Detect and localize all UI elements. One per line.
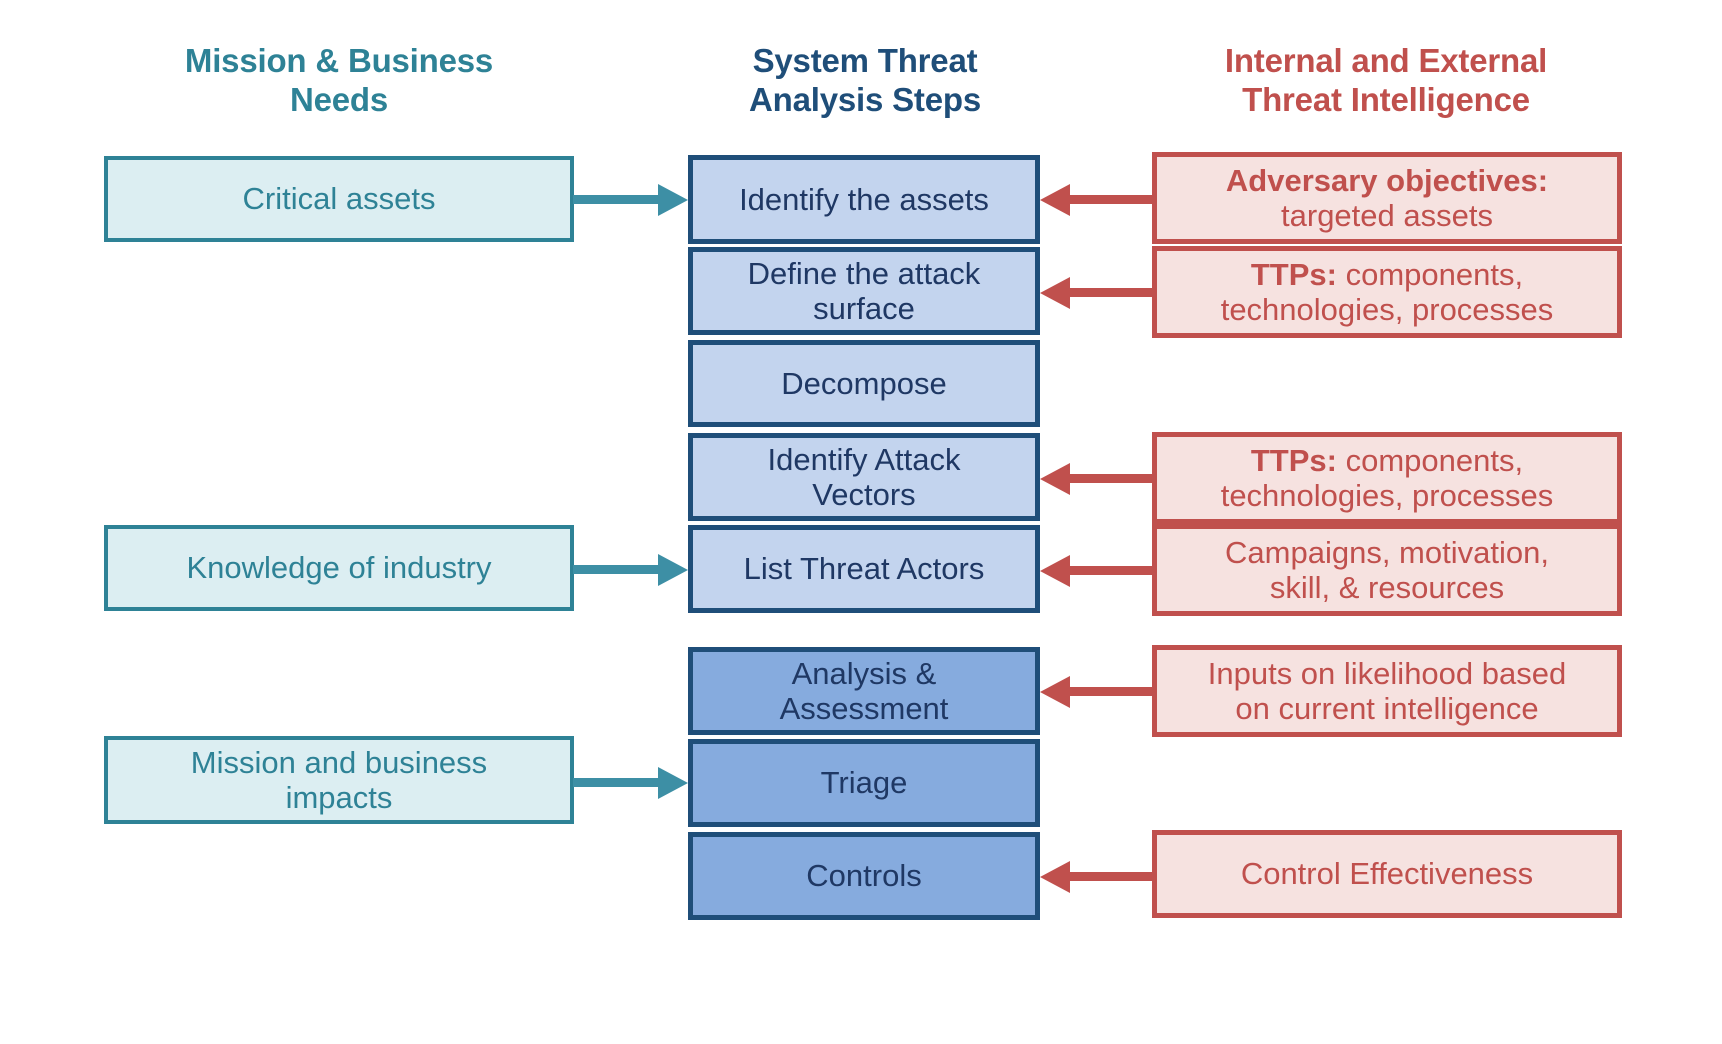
input-box-line-1: Knowledge of industry [186,550,492,586]
intel-box-ttps-attack-surface[interactable]: TTPs: components, technologies, processe… [1152,246,1622,338]
intel-box-label: TTPs: components, technologies, processe… [1157,443,1617,514]
step-box-line-1: Define the attack [747,255,981,291]
step-box-label: Identify the assets [693,182,1035,217]
arrow-shaft [573,565,661,574]
intel-box-label: Control Effectiveness [1157,856,1617,891]
intel-box-line-1: TTPs: components, [1165,257,1609,292]
step-box-analysis-and-assessment[interactable]: Analysis & Assessment [688,647,1040,735]
step-box-label: Controls [693,858,1035,893]
input-box-knowledge-of-industry[interactable]: Knowledge of industry [104,525,574,611]
arrow-head-left [1040,555,1070,587]
intel-box-line-1-bold: TTPs: [1250,442,1337,478]
intel-box-line-1: Control Effectiveness [1240,856,1534,892]
arrow-head-left [1040,184,1070,216]
step-box-label: List Threat Actors [693,551,1035,586]
step-box-label: Triage [693,765,1035,800]
intel-box-line-1-bold: TTPs: [1250,256,1337,292]
column-header-line-1: Mission & Business [184,42,494,79]
arrow-shaft [1067,474,1152,483]
arrow-head-right [658,767,688,799]
arrow-head-right [658,554,688,586]
intel-box-line-2: technologies, processes [1220,292,1554,327]
arrow-shaft [573,195,661,204]
input-box-line-1: Critical assets [242,181,436,217]
intel-box-line-1-rest: components, [1337,442,1524,478]
step-box-line-1: Decompose [781,365,947,401]
step-box-label: Define the attack surface [693,256,1035,327]
intel-box-campaigns-motivation[interactable]: Campaigns, motivation, skill, & resource… [1152,524,1622,616]
input-box-label: Knowledge of industry [108,550,570,585]
step-box-line-2: surface [813,291,915,326]
step-box-identify-attack-vectors[interactable]: Identify Attack Vectors [688,433,1040,521]
arrow-shaft [1067,566,1152,575]
intel-box-label: TTPs: components, technologies, processe… [1157,257,1617,328]
step-box-line-2: Vectors [812,477,916,512]
step-box-controls[interactable]: Controls [688,832,1040,920]
intel-box-line-2: on current intelligence [1235,691,1539,726]
arrow-shaft [1067,687,1152,696]
step-box-line-1: Triage [820,765,908,801]
arrow-shaft [1067,288,1152,297]
column-header-line-1: System Threat [752,42,978,79]
intel-box-line-2: technologies, processes [1220,478,1554,513]
intel-box-line-1: Inputs on likelihood based [1207,655,1567,691]
intel-box-label: Inputs on likelihood based on current in… [1157,656,1617,727]
intel-box-likelihood-inputs[interactable]: Inputs on likelihood based on current in… [1152,645,1622,737]
arrow-head-right [658,184,688,216]
intel-box-line-1: Campaigns, motivation, [1225,534,1549,570]
step-box-line-1: Identify the assets [739,181,989,217]
intel-box-control-effectiveness[interactable]: Control Effectiveness [1152,830,1622,918]
column-header-mission-business-needs: Mission & Business Needs [104,42,574,119]
arrow-shaft [1067,872,1152,881]
column-header-line-2: Threat Intelligence [1242,80,1530,118]
step-box-line-2: Assessment [779,691,949,726]
arrow-shaft [573,778,661,787]
arrow-head-left [1040,277,1070,309]
step-box-line-1: Controls [806,858,922,894]
step-box-line-1: Identify Attack [767,441,961,477]
intel-box-line-2: targeted assets [1281,198,1493,233]
step-box-define-the-attack-surface[interactable]: Define the attack surface [688,247,1040,335]
input-box-label: Critical assets [108,181,570,216]
step-box-decompose[interactable]: Decompose [688,340,1040,427]
arrow-shaft [1067,195,1152,204]
arrow-head-left [1040,463,1070,495]
step-box-line-1: Analysis & [791,655,937,691]
arrow-head-left [1040,861,1070,893]
intel-box-line-2: skill, & resources [1269,570,1505,605]
intel-box-ttps-attack-vectors[interactable]: TTPs: components, technologies, processe… [1152,432,1622,524]
intel-box-line-1: TTPs: components, [1165,443,1609,478]
column-header-line-1: Internal and External [1224,42,1548,79]
step-box-line-1: List Threat Actors [743,551,985,587]
input-box-mission-and-business-impacts[interactable]: Mission and business impacts [104,736,574,824]
input-box-line-1: Mission and business [190,744,488,780]
intel-box-adversary-objectives[interactable]: Adversary objectives: targeted assets [1152,152,1622,244]
input-box-label: Mission and business impacts [108,745,570,816]
column-header-system-threat-analysis-steps: System Threat Analysis Steps [660,42,1070,119]
step-box-label: Decompose [693,366,1035,401]
input-box-critical-assets[interactable]: Critical assets [104,156,574,242]
intel-box-label: Campaigns, motivation, skill, & resource… [1157,535,1617,606]
column-header-line-2: Analysis Steps [749,80,981,118]
arrow-head-left [1040,676,1070,708]
intel-box-line-1: Adversary objectives: [1165,163,1609,198]
intel-box-line-1-bold: Adversary objectives: [1225,162,1549,198]
step-box-triage[interactable]: Triage [688,739,1040,827]
intel-box-line-1-rest: components, [1337,256,1524,292]
step-box-label: Analysis & Assessment [693,656,1035,727]
step-box-identify-the-assets[interactable]: Identify the assets [688,155,1040,244]
step-box-list-threat-actors[interactable]: List Threat Actors [688,525,1040,613]
step-box-label: Identify Attack Vectors [693,442,1035,513]
column-header-line-2: Needs [289,80,389,118]
intel-box-label: Adversary objectives: targeted assets [1157,163,1617,234]
input-box-line-2: impacts [285,780,393,815]
column-header-internal-external-threat-intelligence: Internal and External Threat Intelligenc… [1150,42,1622,119]
